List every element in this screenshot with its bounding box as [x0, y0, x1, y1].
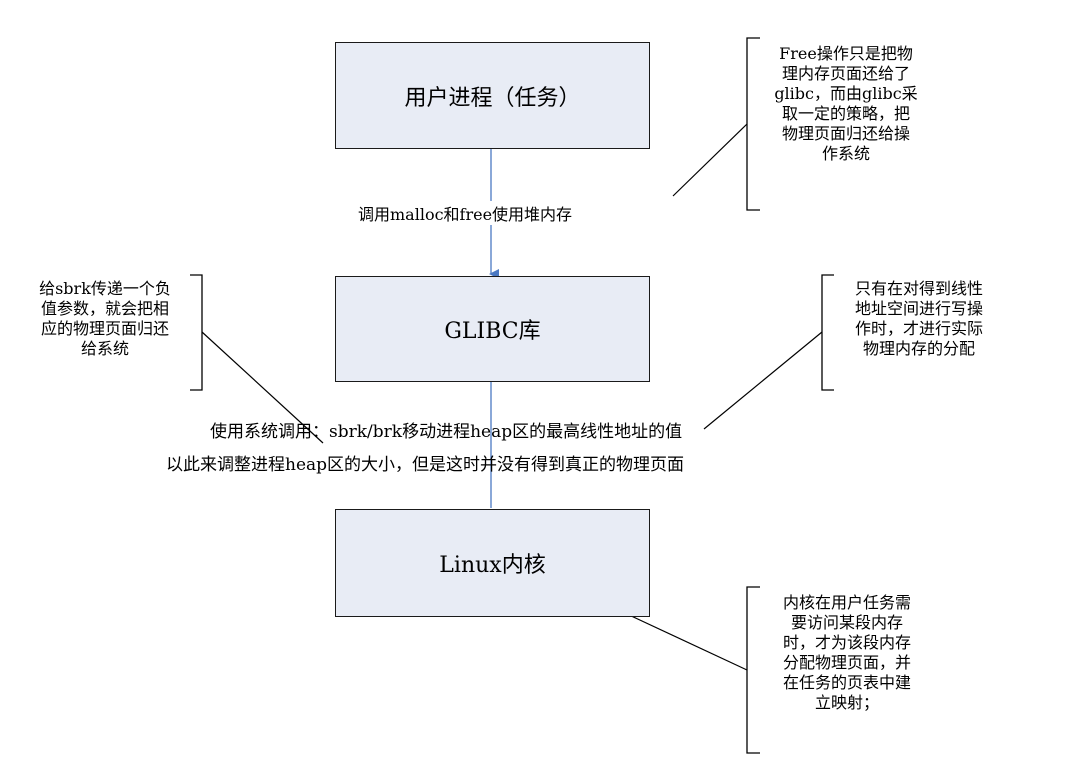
note-line: 给sbrk传递一个负 [39, 279, 171, 298]
note-line: 物理内存的分配 [862, 339, 975, 358]
note-line: 物理页面归还给操 [781, 124, 910, 143]
kernel-box: Linux内核 [335, 509, 650, 617]
note-line: 取一定的策略，把 [781, 104, 910, 123]
free-note: Free操作只是把物 理内存页面还给了 glibc，而由glibc采 取一定的策… [752, 44, 940, 164]
sbrk-note: 给sbrk传递一个负 值参数，就会把相 应的物理页面归还 给系统 [10, 279, 200, 359]
note-line: 地址空间进行写操 [854, 299, 983, 318]
note-line: 内核在用户任务需 [782, 593, 911, 612]
syscall-label-line2: 以此来调整进程heap区的大小，但是这时并没有得到真正的物理页面 [166, 455, 685, 475]
note-line: 立映射； [814, 693, 879, 712]
write-note: 只有在对得到线性 地址空间进行写操 作时，才进行实际 物理内存的分配 [826, 279, 1012, 359]
callout-line-kernel [626, 613, 748, 671]
note-line: 在任务的页表中建 [782, 673, 911, 692]
malloc-free-label: 调用malloc和free使用堆内存 [358, 201, 573, 225]
kernel-note: 内核在用户任务需 要访问某段内存 时，才为该段内存 分配物理页面，并 在任务的页… [752, 593, 942, 713]
callout-line-free [672, 123, 748, 197]
glibc-box: GLIBC库 [335, 276, 650, 382]
syscall-label-line1: 使用系统调用：sbrk/brk移动进程heap区的最高线性地址的值 [210, 422, 683, 442]
note-line: 作系统 [821, 144, 870, 163]
user-process-box: 用户进程（任务） [335, 42, 650, 149]
note-line: 时，才为该段内存 [782, 633, 911, 652]
callout-line-sbrk [201, 331, 324, 444]
note-line: 给系统 [80, 339, 129, 358]
note-line: 分配物理页面，并 [782, 653, 911, 672]
note-line: 值参数，就会把相 [40, 299, 169, 318]
note-line: 应的物理页面归还 [40, 319, 169, 338]
note-line: Free操作只是把物 [779, 44, 913, 63]
note-line: 要访问某段内存 [790, 613, 903, 632]
callout-line-write [703, 331, 823, 430]
note-line: 作时，才进行实际 [854, 319, 983, 338]
note-line: 只有在对得到线性 [854, 279, 983, 298]
note-line: glibc，而由glibc采 [774, 84, 918, 103]
user-process-label: 用户进程（任务） [404, 85, 581, 111]
glibc-label: GLIBC库 [444, 319, 541, 344]
note-line: 理内存页面还给了 [781, 64, 910, 83]
kernel-label: Linux内核 [439, 553, 546, 578]
